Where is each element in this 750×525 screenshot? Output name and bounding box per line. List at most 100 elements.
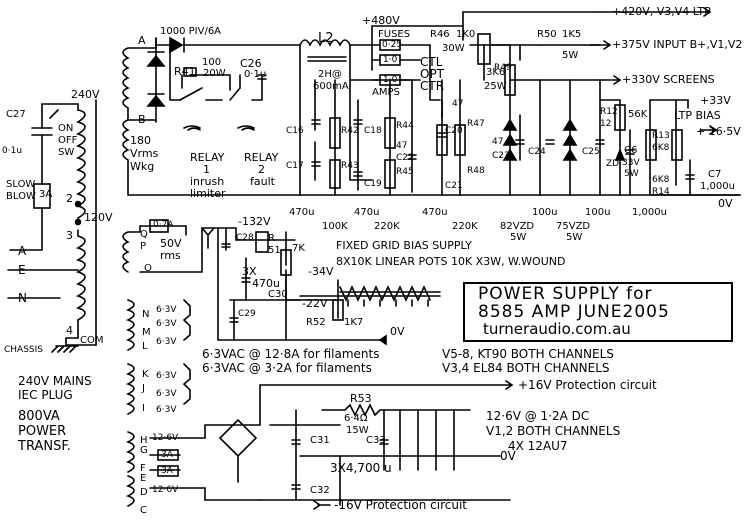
out-33: +33V (700, 94, 731, 107)
lv-m16: -16V Protection circuit (334, 498, 467, 512)
c26-value: 0·1u (244, 69, 267, 80)
relay2-fn: fault (250, 175, 275, 188)
tap-3: 3 (66, 229, 73, 242)
vrms-3: Wkg (130, 160, 155, 173)
ctl-label: CTL (420, 55, 443, 69)
c29-label: C29 (238, 309, 256, 319)
lv-heater-1: V1,2 BOTH CHANNELS (486, 424, 621, 438)
xf-line-3: TRANSF. (18, 439, 71, 454)
r49-value-2: 25W (484, 81, 507, 92)
relay1-label: RELAY (190, 151, 225, 164)
bias-fuse: 0·7A (153, 220, 174, 230)
out-420: +420V, V3,V4 LTP (612, 5, 711, 18)
title-line-3: turneraudio.com.au (483, 320, 631, 338)
b-470-c: 470u (422, 207, 448, 218)
bias-supply (122, 219, 441, 346)
c22-label: C22 (396, 153, 414, 163)
c33-label: C33 (366, 435, 386, 446)
v480-label: +480V (362, 14, 400, 27)
b-75zd: 75VZD (556, 221, 591, 232)
r13-value: 6K8 (652, 143, 670, 153)
r48-label: R48 (467, 166, 485, 176)
tap-q: Q (140, 229, 148, 240)
bias-v132: -132V (238, 215, 271, 228)
b-100k: 100K (322, 221, 348, 232)
out-16-5: + 16·5V (696, 125, 741, 138)
zd-voltage: 33V (622, 158, 640, 168)
fuse-rating: 3A (39, 189, 53, 200)
c16-label: C16 (286, 126, 304, 136)
r12-label: R12 (600, 107, 618, 117)
title-line-2: 8585 AMP JUNE2005 (478, 302, 670, 322)
c25-label: C25 (582, 147, 600, 157)
b-470-b: 470u (354, 207, 380, 218)
plug-line-2: IEC PLUG (18, 388, 73, 402)
c6-label: C6 (624, 145, 638, 156)
c32-label: C32 (310, 485, 330, 496)
r46-value: 1K0 (456, 29, 476, 40)
xf-line-2: POWER (18, 424, 67, 439)
r53-label: R53 (350, 392, 372, 405)
vrms-2: Vrms (130, 147, 159, 160)
tap-i: I (142, 403, 145, 414)
c30-label: C30 (268, 289, 288, 300)
mains-voltage: 240V (71, 88, 100, 101)
lv-p16: +16V Protection circuit (518, 378, 657, 392)
title-line-1: POWER SUPPLY for (478, 284, 653, 304)
tap-2: 2 (66, 192, 73, 205)
b-82zd: 82VZD (500, 221, 535, 232)
hv-output-arrows (589, 7, 718, 135)
c27-label: C27 (6, 109, 26, 120)
tap-b: B (138, 113, 146, 126)
r53-watts: 15W (346, 425, 369, 436)
fil-v-1: 6·3V (156, 305, 177, 315)
on-label: ON (58, 123, 74, 134)
r13-label: R13 (652, 131, 670, 141)
c23-label: C23 (492, 151, 510, 161)
r14-label: R14 (652, 187, 670, 197)
r43-label: R43 (341, 161, 359, 171)
r50-value: 1K5 (562, 29, 582, 40)
tap-f: F (140, 463, 146, 474)
mains-primary (7, 99, 97, 353)
fil-line-1: 6·3VAC @ 12·8A for filaments (202, 347, 380, 361)
cap-3x: 3X (242, 265, 257, 278)
b-220k-2: 220K (452, 221, 478, 232)
lv-zero-v: 0V (500, 449, 516, 463)
filament-windings (125, 299, 191, 415)
tap-h: H (140, 435, 148, 446)
fil-v-5: 6·3V (156, 389, 177, 399)
tap-m: M (142, 327, 151, 338)
zd-label: ZD (606, 159, 620, 169)
r49-value-1: 3K6 (486, 67, 506, 78)
lv-126-a: 12·6V (152, 433, 179, 443)
low-voltage-supply (125, 380, 514, 510)
relay2-label: RELAY (244, 151, 279, 164)
relay1-fn2: limiter (190, 187, 226, 200)
fil-line-2: 6·3VAC @ 3·2A for filaments (202, 361, 372, 375)
fil-v-6: 6·3V (156, 405, 177, 415)
tap-o: O (144, 263, 152, 274)
r56k-label: 56K (628, 109, 648, 120)
out-330: +330V SCREENS (622, 73, 715, 86)
b-100u-2: 100u (585, 207, 611, 218)
b-75w: 5W (566, 232, 583, 243)
fuses-label: FUSES (378, 29, 411, 40)
fixed-grid-label: FIXED GRID BIAS SUPPLY (336, 239, 472, 252)
tap-k: K (142, 369, 149, 380)
l2-label: L2 (318, 31, 334, 46)
fuse-10b: 1·0 (383, 75, 398, 85)
r41-value-2: 20W (203, 68, 226, 79)
pots-label: 8X10K LINEAR POTS 10K X3W, W.WOUND (336, 255, 566, 268)
r42-label: R42 (341, 126, 359, 136)
c28-label: C28 (236, 233, 254, 243)
lv-126-b: 12·6V (152, 485, 179, 495)
terminal-n: N (18, 291, 27, 305)
ctr-label: CTR (420, 79, 445, 93)
cap-470u: 470u (252, 277, 280, 290)
r53-value: 6·4Ω (344, 413, 368, 424)
r50-watts: 5W (562, 50, 579, 61)
bias-zero-v: 0V (390, 325, 405, 338)
